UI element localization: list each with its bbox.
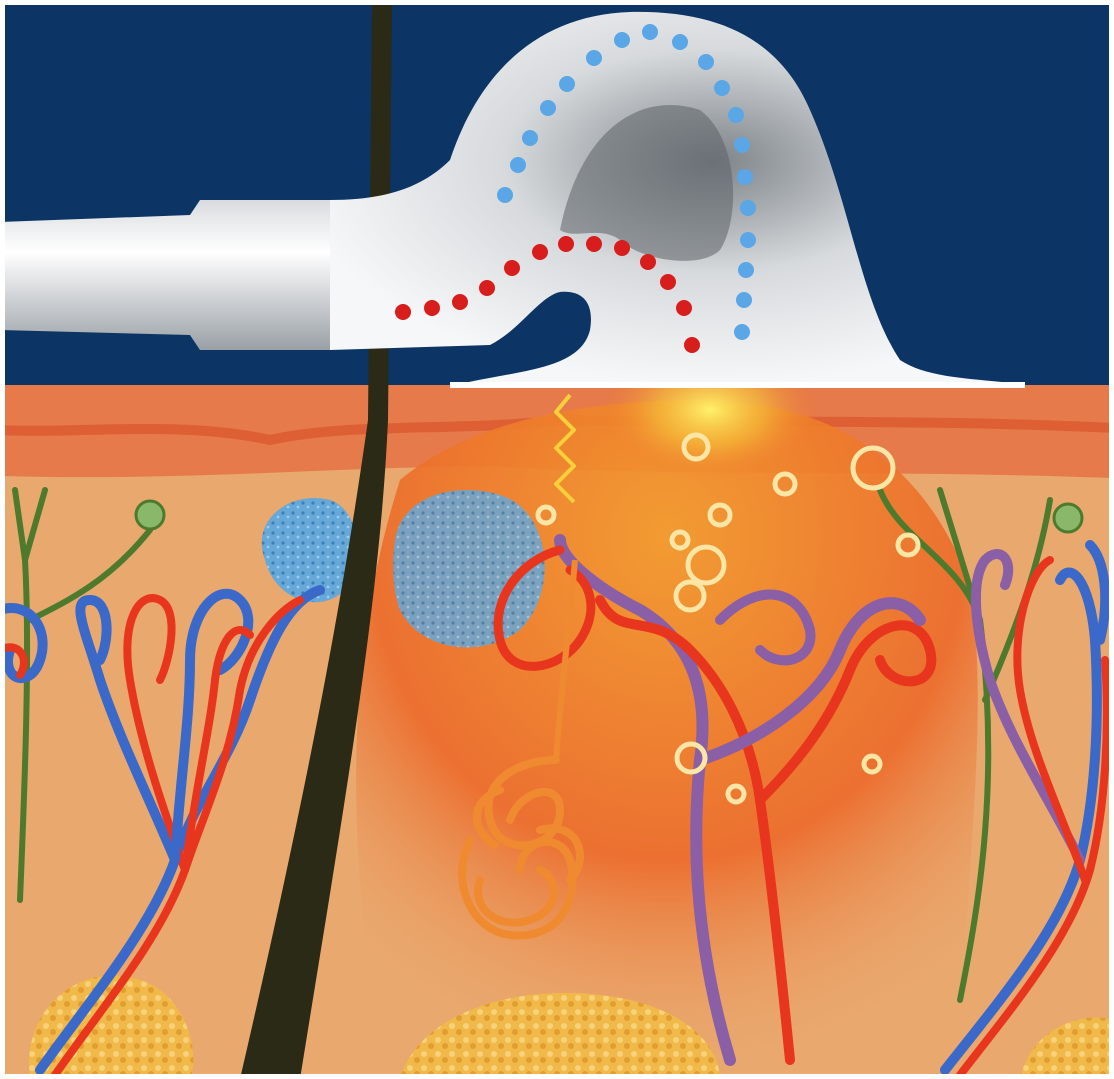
heating-dot bbox=[684, 337, 700, 353]
heating-dot bbox=[395, 304, 411, 320]
device-cable bbox=[0, 200, 330, 350]
heating-dot bbox=[676, 300, 692, 316]
heating-dot bbox=[586, 236, 602, 252]
cooling-dot bbox=[734, 324, 750, 340]
cooling-dot bbox=[522, 130, 538, 146]
cooling-dot bbox=[586, 50, 602, 66]
cooling-dot bbox=[714, 80, 730, 96]
cooling-dot bbox=[497, 187, 513, 203]
cooling-dot bbox=[740, 232, 756, 248]
cooling-dot bbox=[738, 262, 754, 278]
cooling-dot bbox=[740, 200, 756, 216]
cooling-dot bbox=[510, 157, 526, 173]
heating-dot bbox=[558, 236, 574, 252]
cooling-dot bbox=[737, 169, 753, 185]
heating-dot bbox=[479, 280, 495, 296]
cooling-dot bbox=[698, 54, 714, 70]
cooling-dot bbox=[736, 292, 752, 308]
nerve-ending-icon bbox=[136, 501, 164, 529]
cooling-dot bbox=[559, 76, 575, 92]
heating-dot bbox=[532, 244, 548, 260]
cooling-dot bbox=[540, 100, 556, 116]
cooling-dot bbox=[734, 137, 750, 153]
heating-dot bbox=[640, 254, 656, 270]
cooling-dot bbox=[614, 32, 630, 48]
heating-dot bbox=[504, 260, 520, 276]
nerve-ending-icon bbox=[1054, 504, 1082, 532]
cooling-dot bbox=[672, 34, 688, 50]
heating-dot bbox=[660, 274, 676, 290]
heating-dot bbox=[452, 294, 468, 310]
heating-dot bbox=[424, 300, 440, 316]
cooling-dot bbox=[642, 24, 658, 40]
heating-dot bbox=[614, 240, 630, 256]
cooling-dot bbox=[728, 107, 744, 123]
